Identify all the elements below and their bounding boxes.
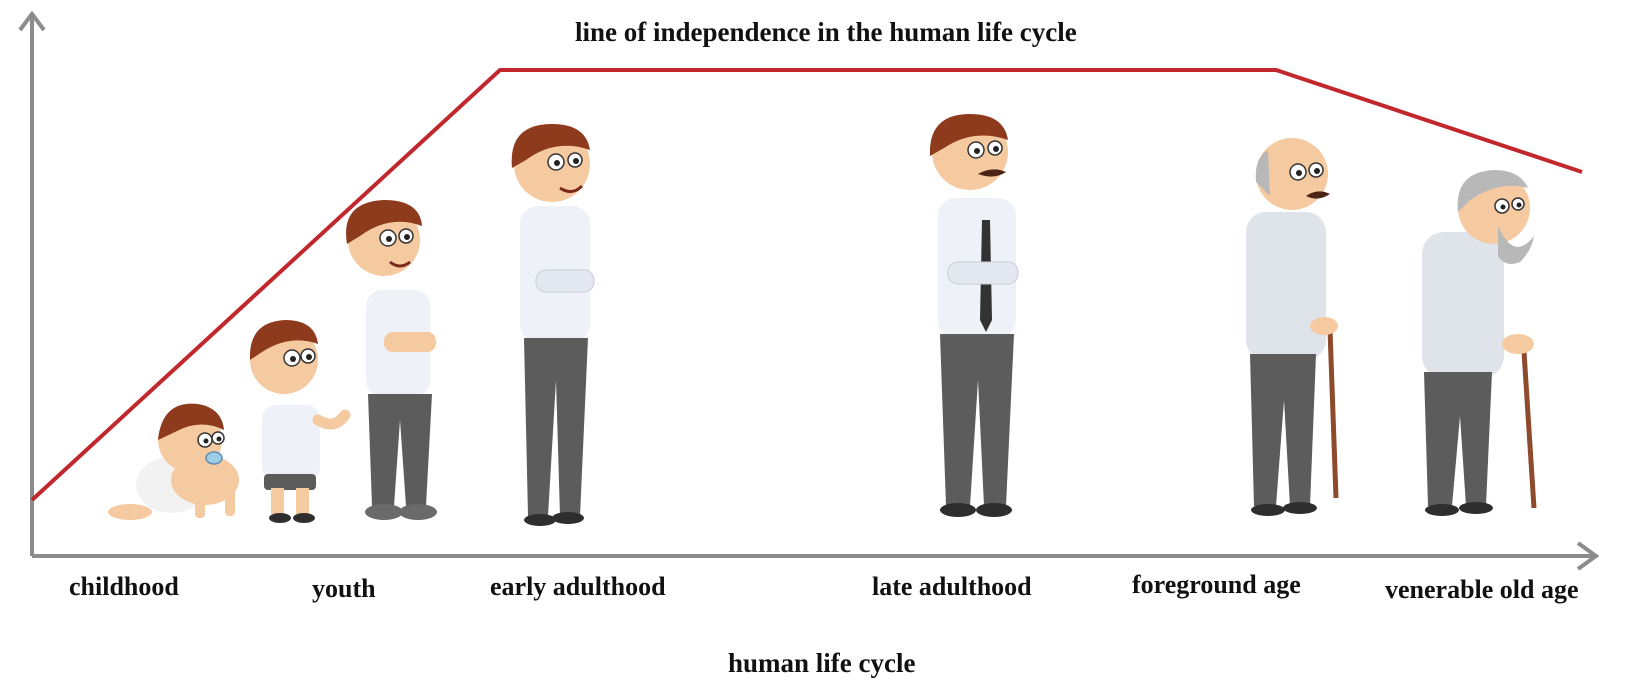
x-axis-title: human life cycle: [728, 648, 916, 678]
stage-label-childhood: childhood: [69, 572, 179, 601]
figure-toddler-standing: [249, 320, 351, 523]
figure-mustached-man-with-tie: [929, 114, 1019, 517]
axes: [18, 10, 1600, 571]
stage-label-early-adulthood: early adulthood: [490, 572, 666, 601]
x-axis-arrowhead: [1576, 541, 1600, 571]
figure-youth-arms-crossed: [346, 200, 437, 520]
stage-label-foreground-age: foreground age: [1132, 570, 1301, 599]
stage-label-venerable-old-age: venerable old age: [1385, 575, 1579, 604]
figure-bearded-old-man-with-cane: [1422, 170, 1537, 516]
figure-baby-crawling: [108, 403, 239, 520]
diagram-title: line of independence in the human life c…: [575, 17, 1077, 47]
figure-balding-old-man-with-cane: [1246, 138, 1339, 516]
y-axis-arrowhead: [18, 10, 46, 32]
figure-young-man-arms-crossed: [511, 124, 595, 526]
independence-line: [30, 68, 1583, 502]
stage-label-youth: youth: [312, 574, 376, 603]
stage-label-late-adulthood: late adulthood: [872, 572, 1032, 601]
